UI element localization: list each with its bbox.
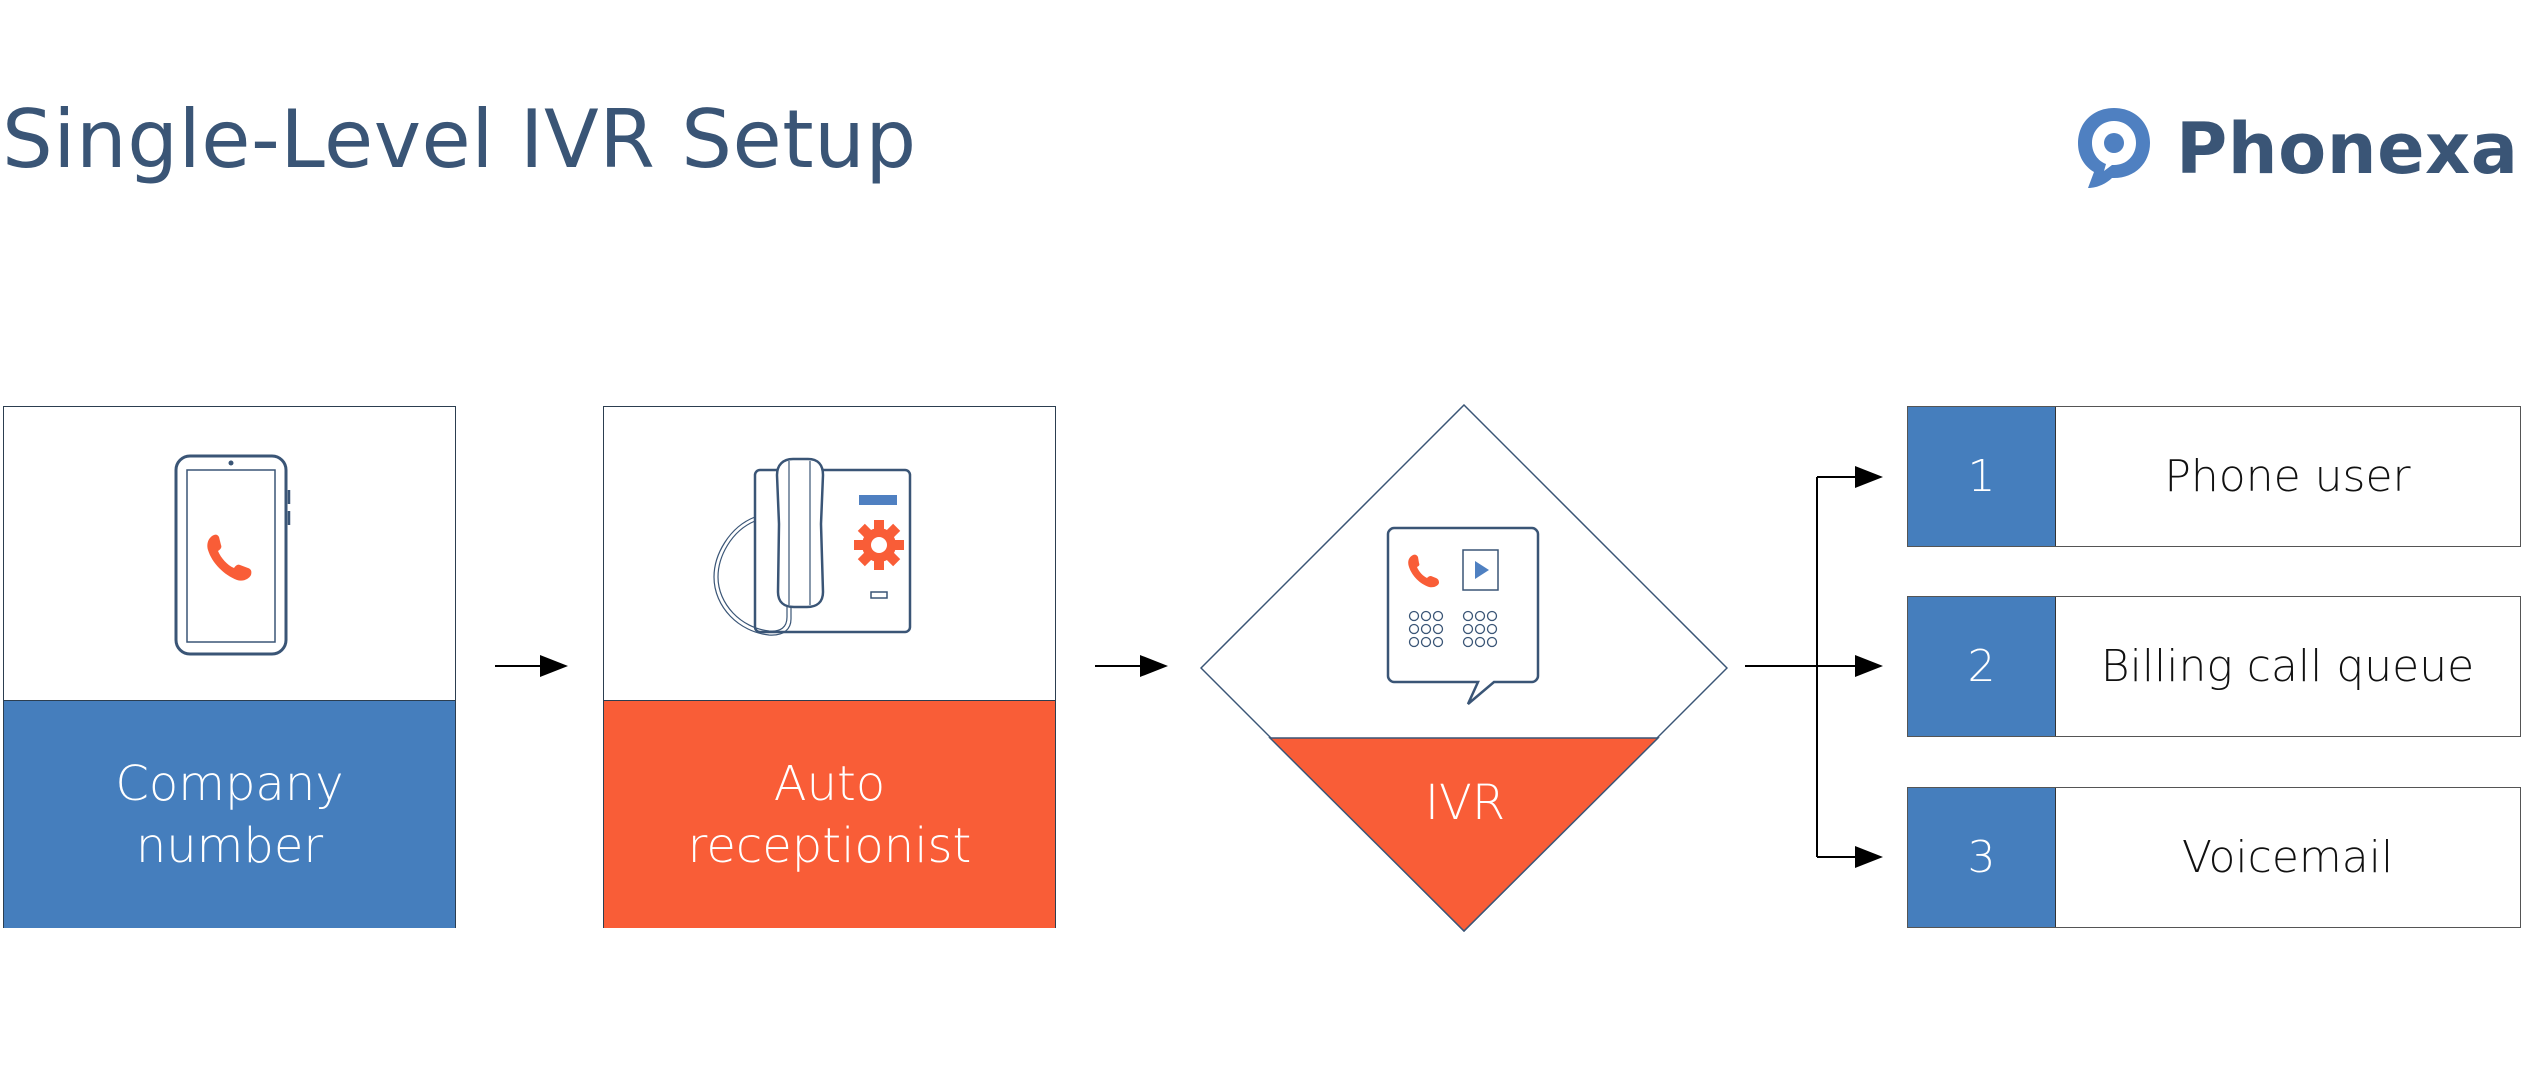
smartphone-call-icon <box>174 454 291 656</box>
option-key: 1 <box>1908 407 2056 546</box>
step-company-number: Company number <box>3 406 456 928</box>
page-title: Single-Level IVR Setup <box>2 93 917 186</box>
arrow-step2-to-ivr <box>1095 655 1168 677</box>
step-label: Company number <box>4 700 455 928</box>
step-auto-receptionist: Auto receptionist <box>603 406 1056 928</box>
arrowhead-option-1 <box>1855 466 1883 488</box>
branch-connector <box>1745 476 1860 858</box>
ivr-option: 2 Billing call queue <box>1907 596 2521 737</box>
step-ivr <box>1200 404 1728 932</box>
option-label: Voicemail <box>2181 832 2394 883</box>
step-label-line2: number <box>135 817 324 874</box>
arrowhead-option-3 <box>1855 846 1883 868</box>
arrowhead-option-2 <box>1855 655 1883 677</box>
step-label-line1: Company <box>115 755 344 812</box>
step-label-line1: Auto <box>773 755 886 812</box>
phonexa-logo-icon <box>2078 108 2150 188</box>
brand-name: Phonexa <box>2176 108 2519 190</box>
ivr-label: IVR <box>1424 775 1506 831</box>
ivr-keypad-bubble-icon <box>1386 526 1540 705</box>
step-label: Auto receptionist <box>604 700 1055 928</box>
option-key: 3 <box>1908 788 2056 927</box>
arrow-step1-to-step2 <box>495 655 568 677</box>
ivr-option: 3 Voicemail <box>1907 787 2521 928</box>
ivr-option: 1 Phone user <box>1907 406 2521 547</box>
step-label-line2: receptionist <box>687 817 972 874</box>
step-icon-area <box>604 407 1055 700</box>
option-label: Phone user <box>2164 451 2411 502</box>
option-label: Billing call queue <box>2100 641 2475 692</box>
option-key: 2 <box>1908 597 2056 736</box>
desk-phone-gear-icon <box>713 457 912 636</box>
brand: Phonexa ® <box>2074 104 2521 194</box>
ivr-orange-section <box>1268 737 1660 932</box>
step-icon-area <box>4 407 455 700</box>
